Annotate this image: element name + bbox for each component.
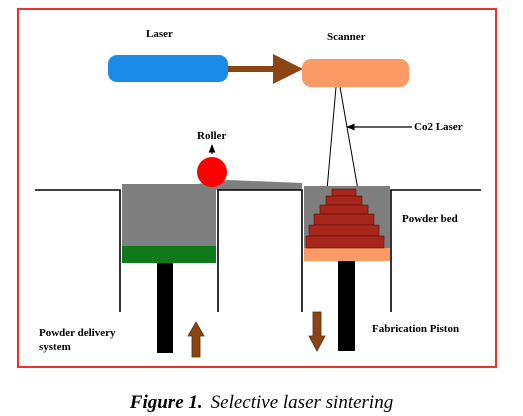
fabrication-platform (304, 248, 390, 261)
figure-frame (17, 8, 497, 368)
delivery-powder-surface (122, 184, 216, 194)
laser-beam-right (339, 86, 359, 191)
part-layer-6 (305, 235, 385, 249)
part-layer-4 (313, 213, 375, 226)
laser-beam-left (326, 86, 337, 191)
co2-laser-label: Co2 Laser (414, 121, 463, 133)
figure-caption: Figure 1. Selective laser sintering (0, 392, 523, 414)
roller-label: Roller (197, 130, 227, 142)
delivery-powder (122, 190, 216, 246)
delivery-platform (122, 246, 216, 263)
roller (197, 157, 227, 187)
delivery-piston-rod (157, 263, 173, 353)
figure-caption-text: Selective laser sintering (210, 392, 394, 413)
part-layer-3 (319, 204, 369, 215)
powder-bed-label: Powder bed (402, 213, 458, 225)
sintered-part (305, 188, 385, 249)
fabrication-piston-rod (338, 261, 355, 351)
laser-label: Laser (146, 28, 173, 40)
part-layer-1 (331, 188, 357, 197)
fabrication-well-wall-right (390, 189, 481, 312)
fabrication-piston-label: Fabrication Piston (372, 323, 460, 335)
part-layer-5 (308, 224, 380, 237)
scanner (302, 59, 409, 87)
scanner-label: Scanner (327, 31, 366, 43)
delivery-up-arrow (187, 321, 205, 358)
part-layer-2 (325, 195, 363, 206)
powder-delivery-label-line2: system (39, 341, 71, 353)
laser-source (108, 55, 228, 82)
machine-outline (35, 189, 481, 312)
delivery-well-wall (35, 189, 121, 312)
sls-diagram (35, 54, 481, 358)
figure-number: Figure 1. (129, 392, 203, 413)
fabrication-down-arrow (308, 311, 326, 352)
powder-delivery-label-line1: Powder delivery (39, 327, 116, 339)
delivery-well-wall-right (217, 189, 303, 312)
